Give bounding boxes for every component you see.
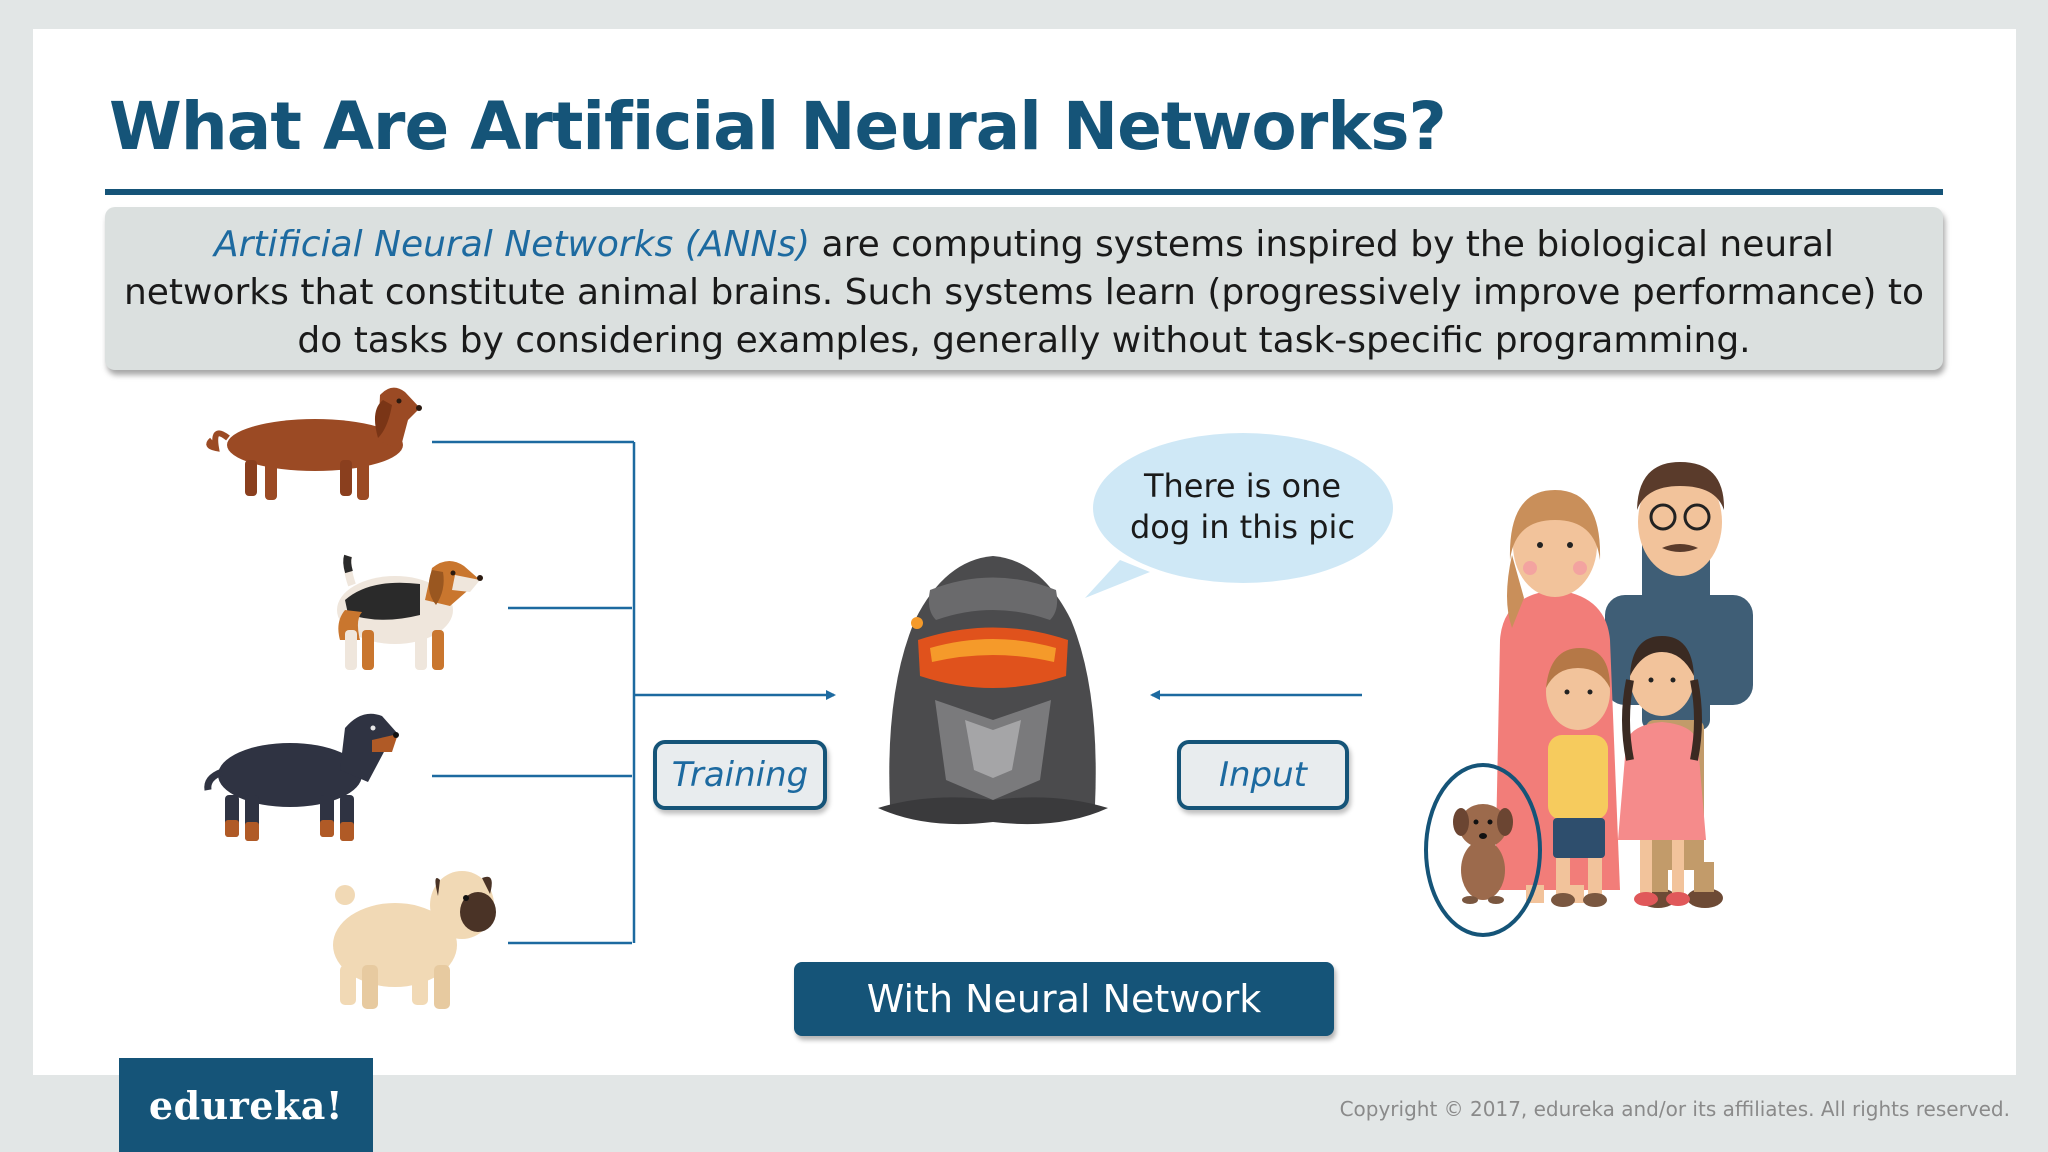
input-label: Input (1177, 740, 1349, 810)
speech-bubble-line-2: dog in this pic (1095, 507, 1390, 548)
training-label: Training (653, 740, 827, 810)
robot-head-icon (878, 556, 1108, 824)
edureka-logo: edureka! (119, 1058, 373, 1152)
pug-icon (333, 871, 496, 1009)
copyright-notice: Copyright © 2017, edureka and/or its aff… (1340, 1097, 2010, 1121)
training-connectors (432, 442, 634, 943)
speech-bubble-text: There is one dog in this pic (1095, 466, 1390, 548)
rottweiler-icon (208, 714, 399, 841)
neural-network-banner: With Neural Network (794, 962, 1334, 1036)
family-icon (1495, 462, 1753, 908)
logo-text: edureka! (149, 1083, 343, 1128)
beagle-icon (337, 556, 483, 670)
speech-bubble-line-1: There is one (1095, 466, 1390, 507)
dachshund-icon (209, 388, 422, 500)
